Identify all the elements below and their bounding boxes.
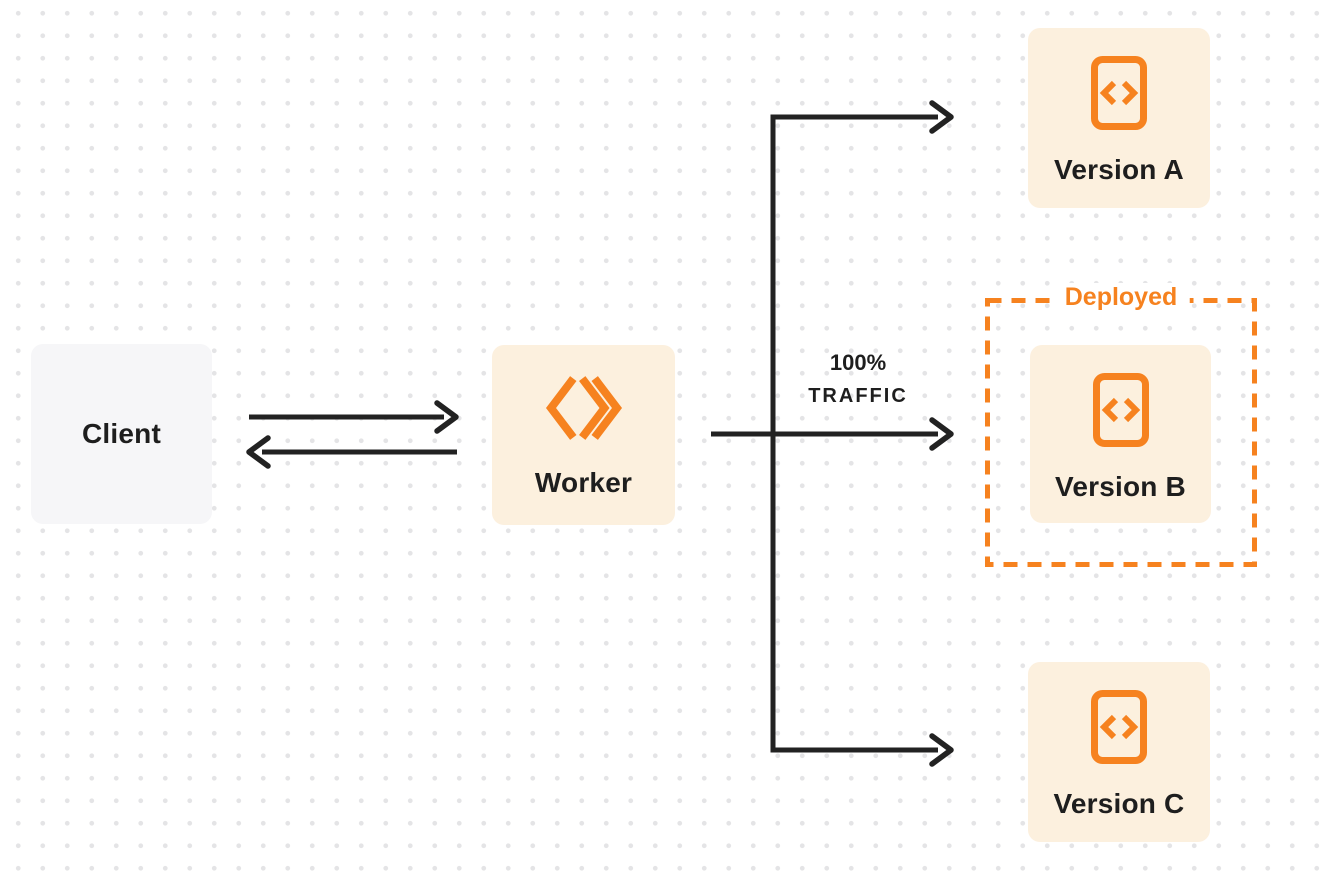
- traffic-percent-text: 100%: [829, 350, 887, 375]
- client-label: Client: [82, 418, 161, 449]
- traffic-label: 100% TRAFFIC: [788, 349, 928, 410]
- client-to-worker-arrowhead: [434, 400, 459, 434]
- worker-to-client-arrowhead: [246, 435, 271, 469]
- version-c-node: Version C: [1028, 662, 1210, 842]
- version-b-node: Version B: [1030, 345, 1211, 523]
- worker-label: Worker: [534, 467, 633, 498]
- client-node: Client: [31, 344, 212, 524]
- code-file-icon: [1091, 690, 1147, 764]
- code-file-icon: [1092, 373, 1149, 447]
- code-file-icon: [1091, 56, 1147, 130]
- deployed-label: Deployed: [1052, 283, 1190, 312]
- branch-to-version-c-arrowhead: [929, 733, 954, 767]
- traffic-word-text: TRAFFIC: [808, 385, 908, 407]
- worker-to-version-b-arrowhead: [929, 417, 954, 451]
- version-b-label: Version B: [1055, 471, 1186, 502]
- worker-node: Worker: [492, 345, 675, 525]
- version-c-label: Version C: [1053, 788, 1185, 819]
- worker-chevrons-icon: [545, 376, 622, 440]
- version-a-node: Version A: [1028, 28, 1210, 208]
- version-a-label: Version A: [1054, 154, 1184, 185]
- branch-to-version-a-arrowhead: [929, 100, 954, 134]
- deployed-group: Deployed: [985, 283, 1257, 567]
